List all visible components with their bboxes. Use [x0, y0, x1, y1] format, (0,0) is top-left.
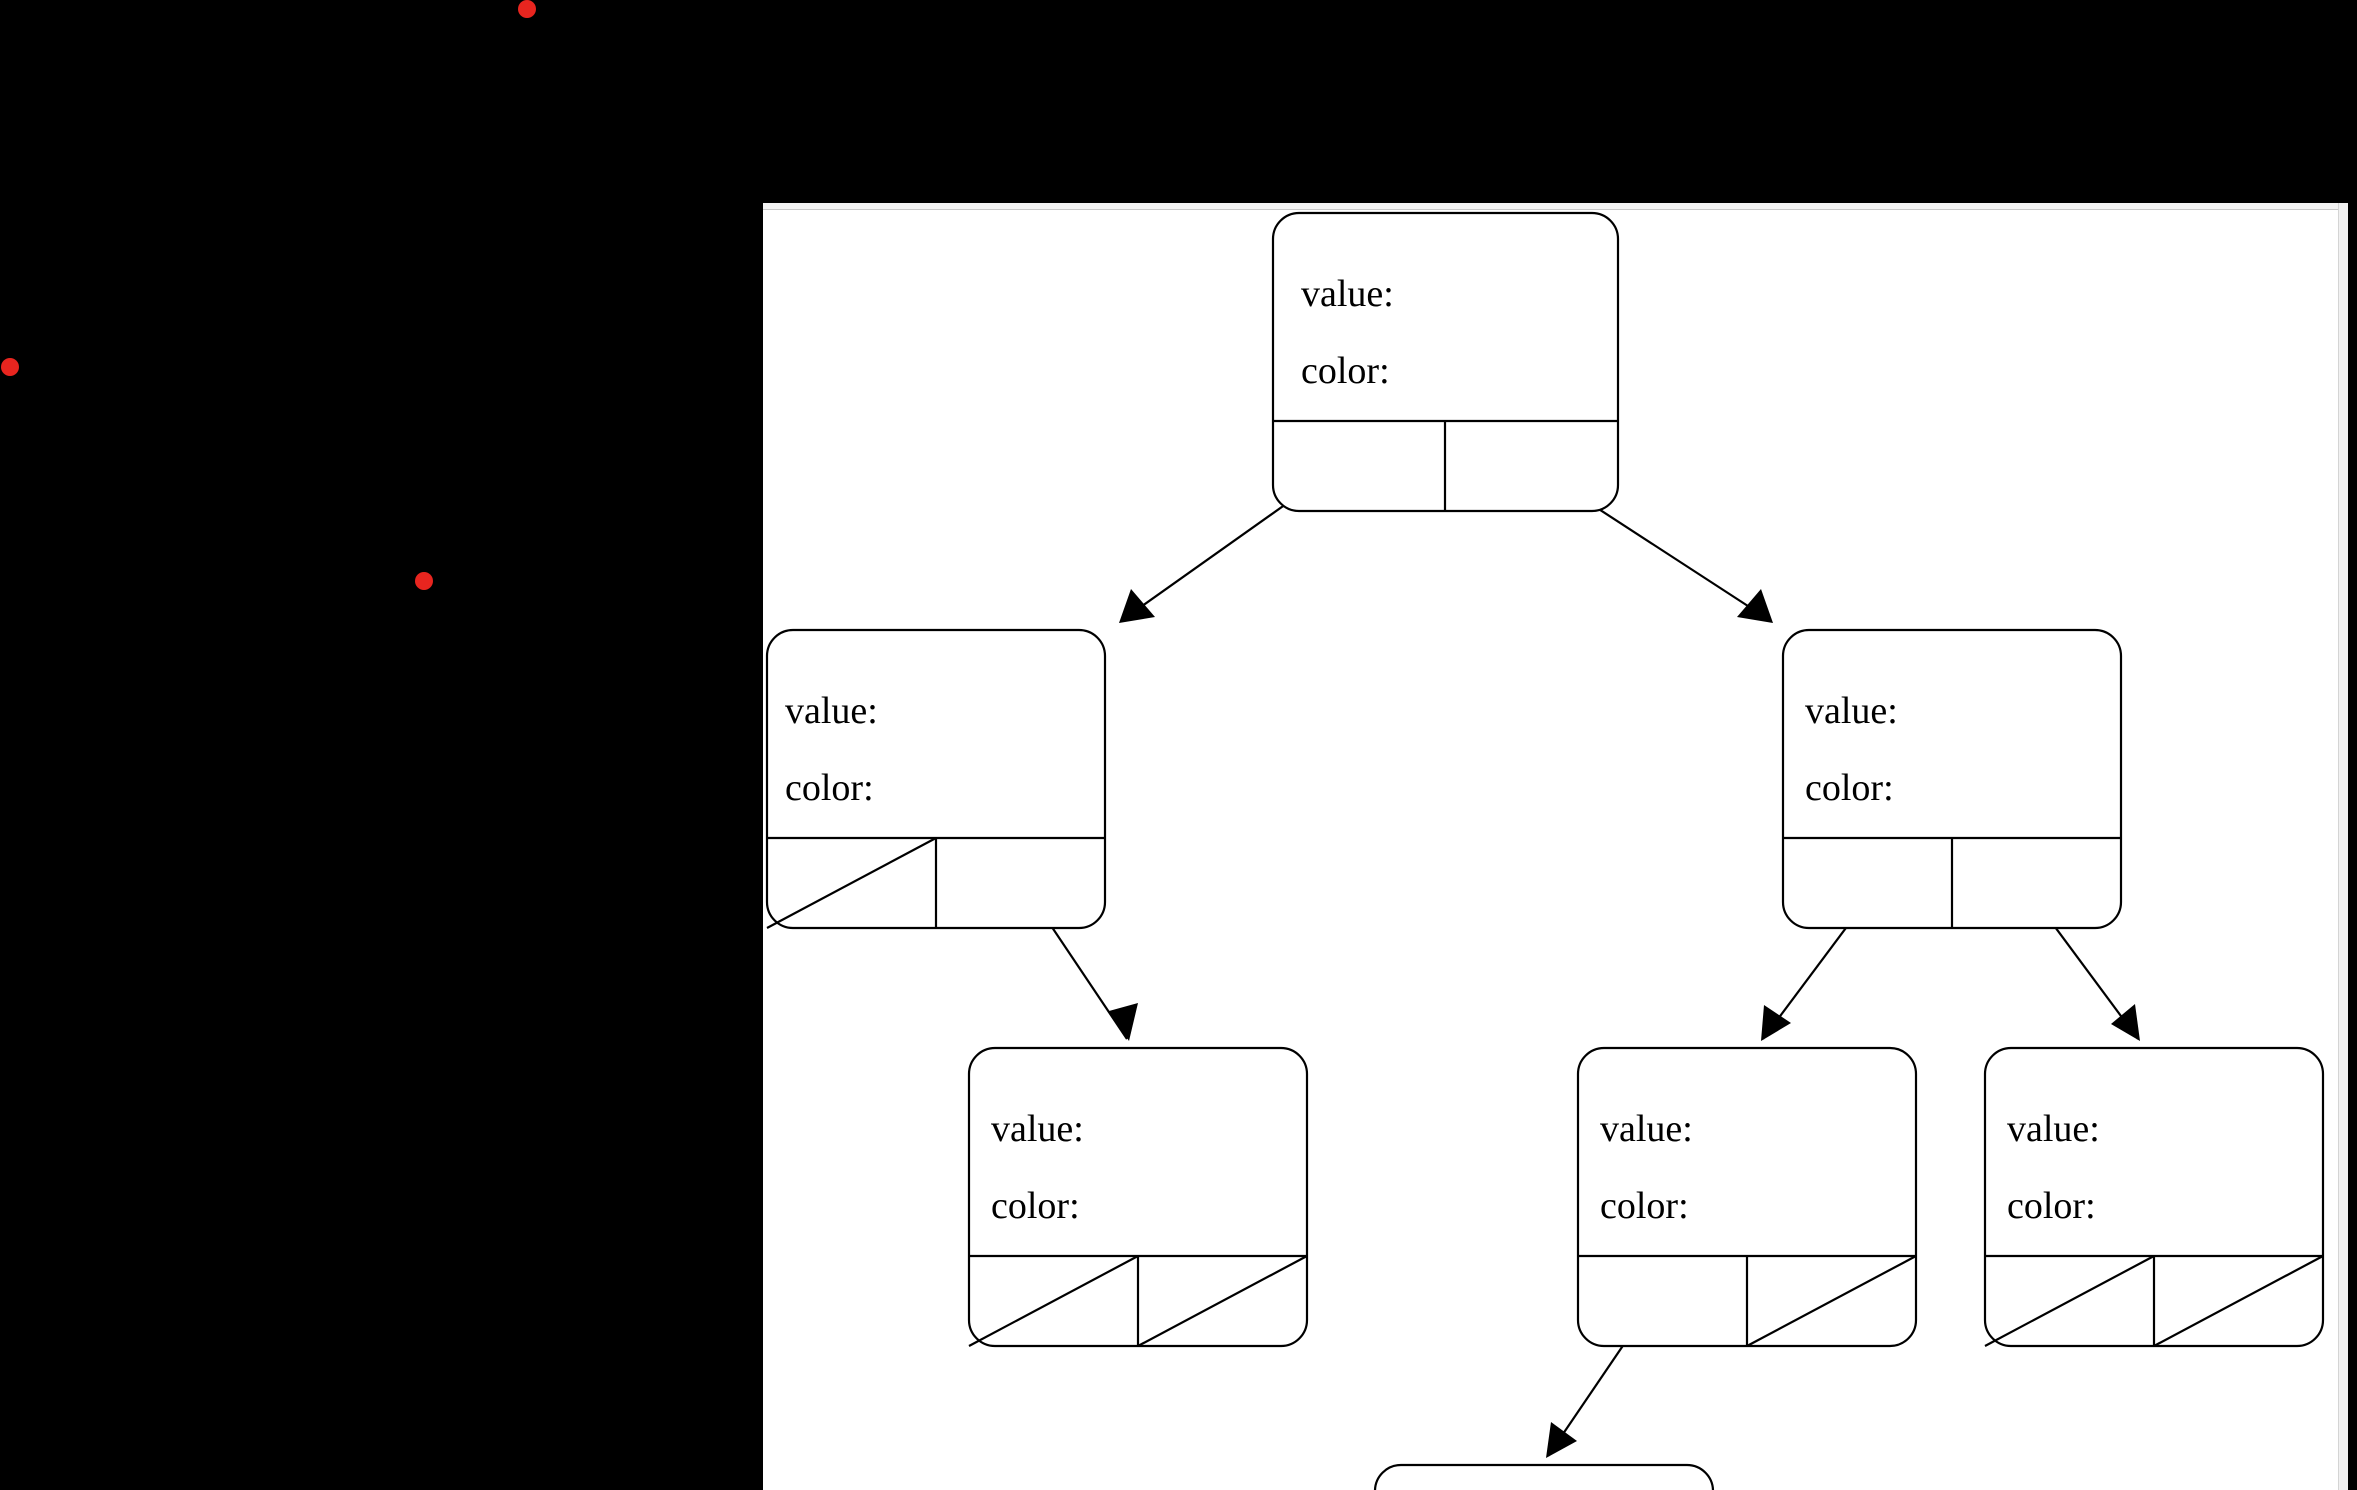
node-root-color-label: color:: [1301, 350, 1390, 392]
node-right-right-value-label: value:: [2007, 1108, 2100, 1150]
node-right-left-left[interactable]: value: color:: [1373, 1463, 1715, 1490]
node-right-value-label: value:: [1805, 690, 1898, 732]
node-left-right-value-label: value:: [991, 1108, 1084, 1150]
node-root[interactable]: value: color:: [1271, 211, 1620, 513]
node-root-value-label: value:: [1301, 273, 1394, 315]
node-right-right[interactable]: value: color:: [1983, 1046, 2325, 1348]
node-right-right-null-left: [1984, 1255, 2155, 1347]
node-left-right-null-left: [968, 1255, 1139, 1347]
node-right-right-color-label: color:: [2007, 1185, 2096, 1227]
node-left-color-label: color:: [785, 767, 874, 809]
node-left[interactable]: value: color:: [765, 628, 1107, 930]
diagram-viewer-panel: value: color: value: color: value: color…: [763, 203, 2348, 1490]
node-right-left-value-label: value:: [1600, 1108, 1693, 1150]
node-right-color-label: color:: [1805, 767, 1894, 809]
marker-dot-3: [415, 572, 433, 590]
node-right-left-null-right: [1746, 1255, 1917, 1347]
node-right-right-null-right: [2153, 1255, 2324, 1347]
node-left-right-null-right: [1137, 1255, 1308, 1347]
panel-top-band: [763, 203, 2348, 210]
binary-tree-diagram: value: color: value: color: value: color…: [765, 211, 2325, 1490]
node-left-right-color-label: color:: [991, 1185, 1080, 1227]
panel-scroll-rail[interactable]: [2338, 203, 2348, 1490]
node-right-left[interactable]: value: color:: [1576, 1046, 1918, 1348]
node-right-left-color-label: color:: [1600, 1185, 1689, 1227]
node-right[interactable]: value: color:: [1781, 628, 2123, 930]
node-left-value-label: value:: [785, 690, 878, 732]
node-left-null-left: [766, 837, 937, 929]
node-left-right[interactable]: value: color:: [967, 1046, 1309, 1348]
marker-dot-1: [518, 0, 536, 18]
marker-dot-2: [1, 358, 19, 376]
